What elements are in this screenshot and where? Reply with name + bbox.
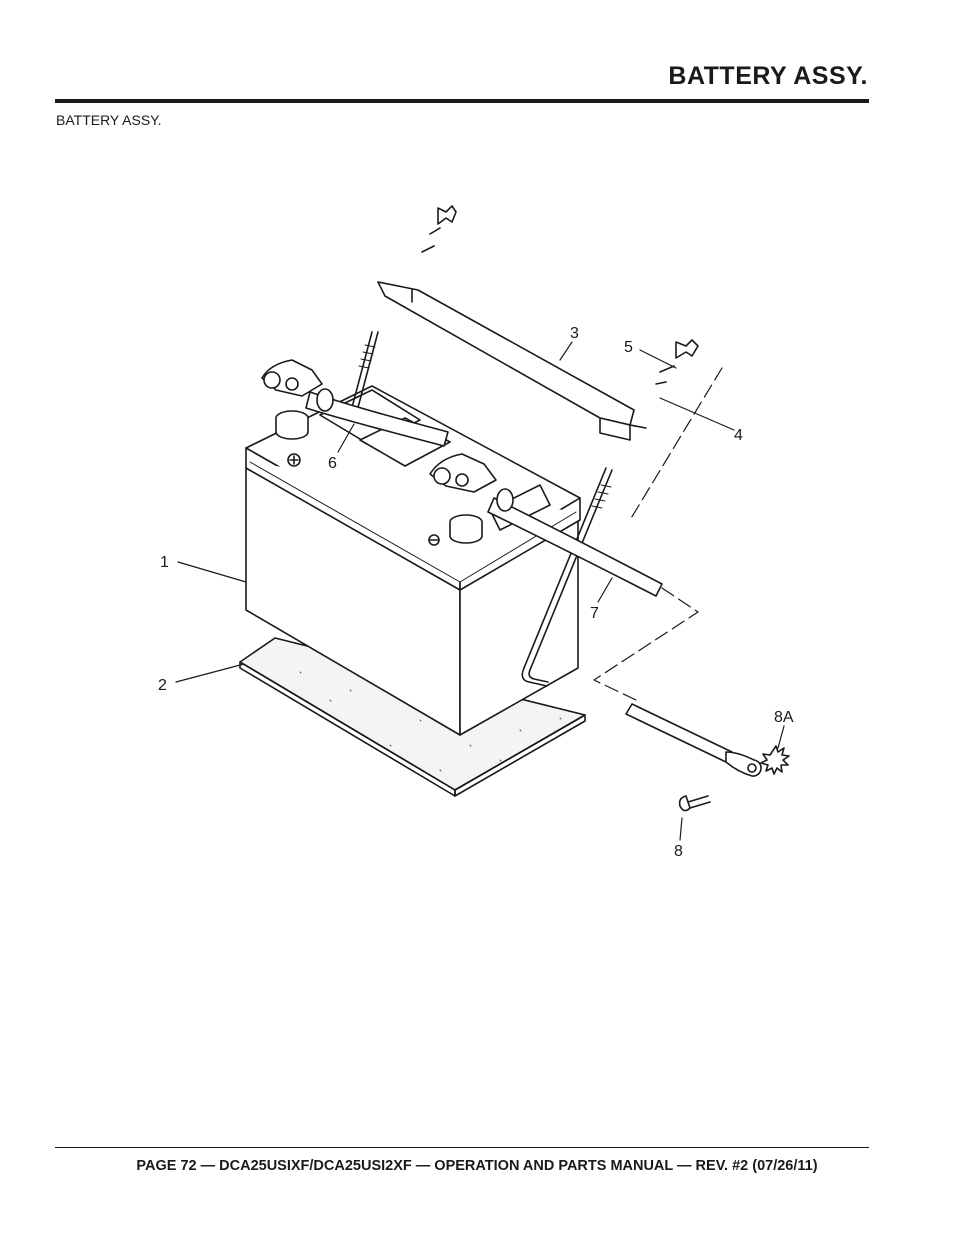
wing-nuts-washers [421, 205, 699, 385]
callout-8: 8 [674, 843, 683, 860]
callout-8a: 8A [774, 709, 794, 726]
callout-5: 5 [624, 339, 633, 356]
battery-cable-positive [429, 453, 663, 597]
callout-6: 6 [328, 455, 337, 472]
j-bolt-rods [349, 331, 613, 687]
footer-divider [55, 1147, 869, 1148]
battery-cable-negative [261, 359, 449, 447]
hold-down-bracket [377, 281, 647, 441]
ground-cable [625, 703, 790, 777]
page-title: BATTERY ASSY. [668, 62, 868, 90]
callout-4: 4 [734, 427, 743, 444]
callout-2: 2 [158, 677, 167, 694]
callout-3: 3 [570, 325, 579, 342]
section-subtitle: BATTERY ASSY. [56, 112, 162, 128]
battery-tray-mat [239, 637, 586, 797]
routing-lines [593, 367, 723, 701]
header-divider [55, 99, 869, 103]
leader-lines [175, 341, 785, 841]
ground-bolt [678, 795, 711, 812]
battery-assembly-diagram: 1 2 3 5 4 6 7 8A 8 [158, 205, 794, 860]
page-footer: PAGE 72 — DCA25USIXF/DCA25USI2XF — OPERA… [136, 1158, 818, 1174]
battery-body [245, 385, 581, 736]
callout-7: 7 [590, 605, 599, 622]
callout-1: 1 [160, 554, 169, 571]
